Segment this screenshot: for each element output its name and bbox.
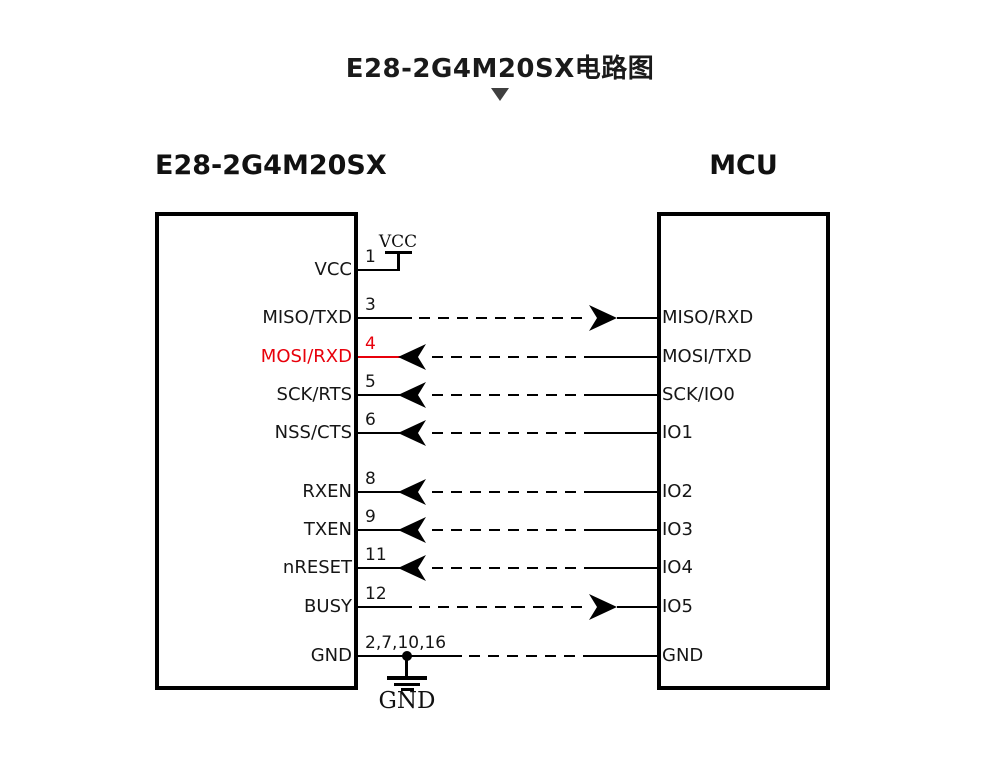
ground-stem xyxy=(405,656,408,677)
module-pin-label: SCK/RTS xyxy=(276,384,352,405)
ground-bar-3 xyxy=(401,688,414,691)
ground-symbol-label: GND xyxy=(378,688,436,714)
arrow-left-icon xyxy=(398,517,426,543)
signal-wire-dashed xyxy=(432,356,595,358)
module-pin-label: VCC xyxy=(314,259,352,280)
module-title: E28-2G4M20SX xyxy=(155,150,387,181)
arrow-right-icon xyxy=(589,594,617,620)
signal-wire-dashed xyxy=(469,655,592,657)
ground-bar-1 xyxy=(387,676,427,680)
module-pin-label: RXEN xyxy=(302,481,352,502)
mcu-title: MCU xyxy=(709,150,778,181)
arrow-left-icon xyxy=(398,555,426,581)
signal-wire xyxy=(358,606,412,608)
signal-wire xyxy=(617,606,657,608)
vcc-symbol-label: VCC xyxy=(378,232,418,252)
signal-wire xyxy=(595,394,657,396)
pin-number: 1 xyxy=(365,247,376,267)
signal-wire-dashed xyxy=(432,491,595,493)
mcu-pin-label: SCK/IO0 xyxy=(662,384,735,405)
pin-number: 4 xyxy=(365,334,376,354)
signal-wire xyxy=(358,529,400,531)
signal-wire-dashed xyxy=(419,606,588,608)
signal-wire-dashed xyxy=(419,317,588,319)
signal-wire xyxy=(617,317,657,319)
arrow-right-icon xyxy=(589,305,617,331)
vcc-lead-wire xyxy=(358,269,399,271)
pin-number: 5 xyxy=(365,372,376,392)
signal-wire xyxy=(595,567,657,569)
arrow-left-icon xyxy=(398,420,426,446)
vcc-rail-bar xyxy=(385,251,412,254)
pin-number: 6 xyxy=(365,410,376,430)
signal-wire xyxy=(358,491,400,493)
mcu-box xyxy=(657,212,830,690)
signal-wire-dashed xyxy=(432,567,595,569)
arrow-left-icon xyxy=(398,479,426,505)
ground-bar-2 xyxy=(394,683,420,686)
signal-wire xyxy=(358,394,400,396)
signal-wire-dashed xyxy=(432,394,595,396)
signal-wire xyxy=(358,432,400,434)
mcu-pin-label: MOSI/TXD xyxy=(662,346,752,367)
module-pin-label: MOSI/RXD xyxy=(260,346,352,367)
module-pin-label: MISO/TXD xyxy=(262,307,352,328)
signal-wire xyxy=(358,356,400,358)
mcu-pin-label: IO3 xyxy=(662,519,693,540)
signal-wire xyxy=(595,529,657,531)
mcu-pin-label: IO5 xyxy=(662,596,693,617)
pin-number: 3 xyxy=(365,295,376,315)
signal-wire-dashed xyxy=(432,529,595,531)
arrow-left-icon xyxy=(398,382,426,408)
pin-number: 11 xyxy=(365,545,387,565)
pin-number: 12 xyxy=(365,584,387,604)
pin-number: 8 xyxy=(365,469,376,489)
signal-wire xyxy=(595,356,657,358)
module-pin-label: BUSY xyxy=(304,596,352,617)
signal-wire xyxy=(358,567,400,569)
mcu-pin-label: IO1 xyxy=(662,422,693,443)
pin-number: 2,7,10,16 xyxy=(365,633,447,653)
signal-wire xyxy=(592,655,657,657)
signal-wire xyxy=(595,491,657,493)
mcu-pin-label: IO4 xyxy=(662,557,693,578)
arrow-left-icon xyxy=(398,344,426,370)
signal-wire-dashed xyxy=(432,432,595,434)
caret-down-icon xyxy=(491,88,509,101)
module-pin-label: GND xyxy=(310,645,352,666)
module-box xyxy=(155,212,358,690)
mcu-pin-label: GND xyxy=(662,645,704,666)
mcu-pin-label: MISO/RXD xyxy=(662,307,754,328)
module-pin-label: TXEN xyxy=(303,519,352,540)
pin-number: 9 xyxy=(365,507,376,527)
signal-wire xyxy=(358,317,412,319)
page-title: E28-2G4M20SX电路图 xyxy=(345,54,655,84)
vcc-stem xyxy=(397,253,400,271)
module-pin-label: nRESET xyxy=(282,557,352,578)
signal-wire xyxy=(595,432,657,434)
module-pin-label: NSS/CTS xyxy=(274,422,352,443)
mcu-pin-label: IO2 xyxy=(662,481,693,502)
